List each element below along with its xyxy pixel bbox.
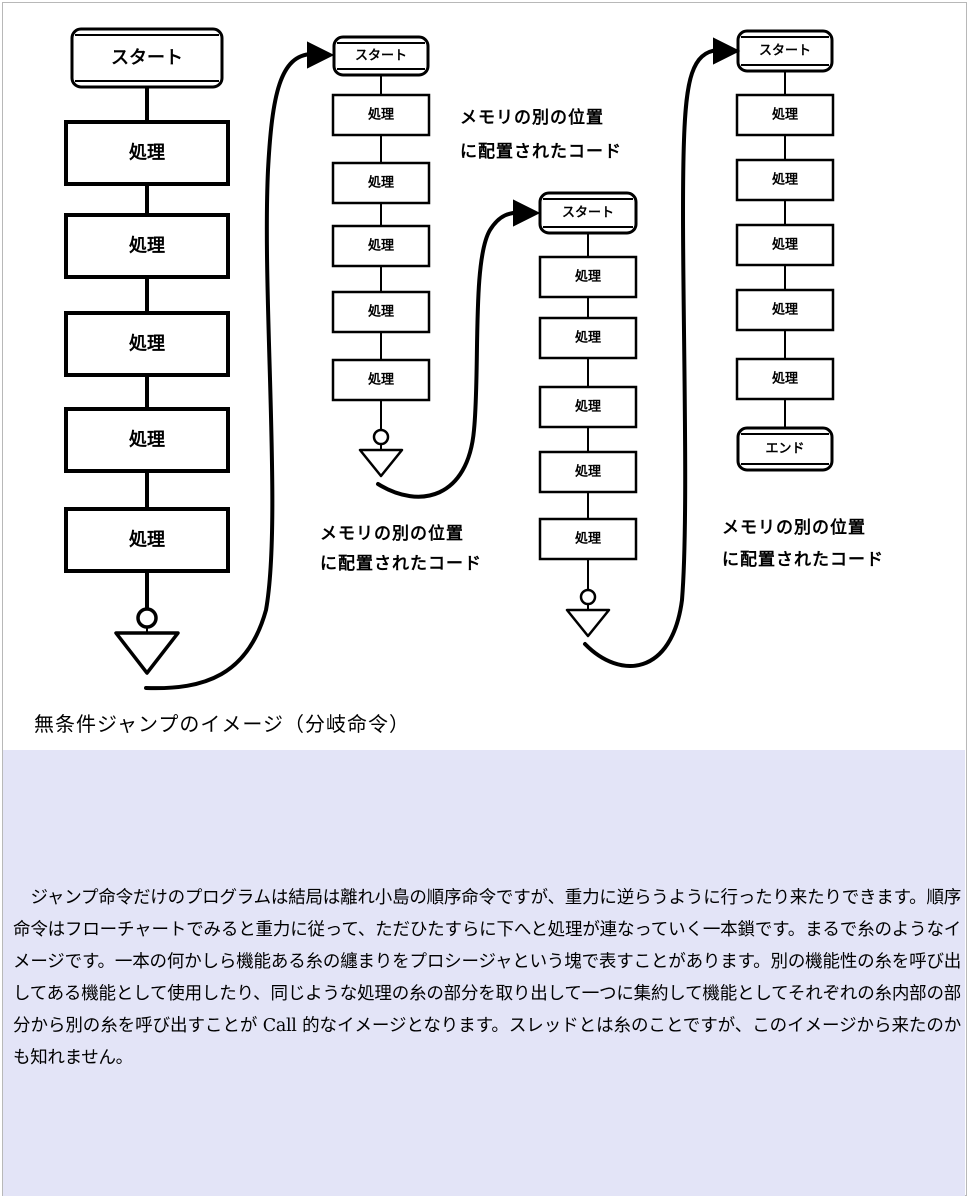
flowchart-4-process-label-1: 処理 — [771, 107, 798, 123]
flowchart-1-process-box-2 — [64, 213, 230, 279]
flowchart-1-process-label-4: 処理 — [129, 429, 165, 451]
jump-arrowhead-3 — [713, 37, 741, 65]
jump-arrowhead-1 — [307, 41, 335, 69]
flowchart-3-process-label-2: 処理 — [574, 330, 601, 346]
flowchart-3-process-box-3 — [538, 385, 638, 429]
flowchart-1-process-box-4 — [64, 407, 230, 473]
flowchart-2-process-box-5 — [331, 358, 431, 402]
flowchart-3-process-box-5 — [538, 517, 638, 561]
flowchart-2-jump-circle — [372, 428, 390, 446]
flowchart-3-process-label-1: 処理 — [574, 269, 601, 285]
flowchart-2-start — [332, 35, 430, 77]
flowchart-4-start-label: スタート — [759, 44, 811, 59]
flowchart-1-process-box-1 — [64, 120, 230, 186]
flowchart-3-process-box-1 — [538, 255, 638, 299]
flowchart-2-jump-triangle — [358, 448, 404, 478]
flowchart-1-process-label-2: 処理 — [129, 235, 165, 257]
flowchart-3-process-label-5: 処理 — [574, 531, 601, 547]
explanation-paragraph: ジャンプ命令だけのプログラムは結局は離れ小島の順序命令ですが、重力に逆らうように… — [13, 888, 961, 1068]
flowchart-1-process-label-5: 処理 — [129, 529, 165, 551]
flowchart-4-process-box-2 — [735, 158, 835, 202]
flowchart-4-end-label: エンド — [765, 442, 804, 457]
flowchart-3-memory-note-line-2: に配置されたコード — [460, 142, 622, 162]
flowchart-1-start-label: スタート — [111, 48, 183, 69]
flowchart-4-process-label-2: 処理 — [771, 172, 798, 188]
flowchart-1-jump-triangle — [114, 631, 180, 675]
jump-arrow-1 — [144, 52, 314, 691]
flowchart-2-process-box-3 — [331, 224, 431, 268]
flowchart-3-start-label: スタート — [562, 206, 614, 221]
flowchart-1-process-box-3 — [64, 311, 230, 377]
flowchart-4-process-label-3: 処理 — [771, 237, 798, 253]
flowchart-2-process-label-3: 処理 — [367, 238, 394, 254]
flowchart-2-start-label: スタート — [355, 49, 407, 64]
flowchart-2-process-label-1: 処理 — [367, 107, 394, 123]
explanation-panel: ジャンプ命令だけのプログラムは結局は離れ小島の順序命令ですが、重力に逆らうように… — [3, 750, 965, 1196]
jump-arrow-3 — [583, 48, 720, 668]
flowchart-2-process-label-5: 処理 — [367, 372, 394, 388]
jump-arrowhead-2 — [513, 199, 541, 227]
flowchart-3-jump-circle — [579, 588, 597, 606]
diagram-caption: 無条件ジャンプのイメージ（分岐命令） — [34, 712, 410, 736]
flowchart-2-process-label-2: 処理 — [367, 175, 394, 191]
flowchart-3-memory-note-line-1: メモリの別の位置 — [460, 107, 604, 128]
flowchart-2-process-label-4: 処理 — [367, 304, 394, 320]
flowchart-4-process-label-5: 処理 — [771, 371, 798, 387]
flowchart-4-process-label-4: 処理 — [771, 302, 798, 318]
flowchart-1-process-label-3: 処理 — [129, 333, 165, 355]
flowchart-2-memory-note-line-1: メモリの別の位置 — [320, 523, 464, 544]
flowchart-2-memory-note-line-2: に配置されたコード — [320, 554, 482, 574]
flowchart-1-process-box-5 — [64, 507, 230, 573]
jump-arrow-2 — [376, 210, 522, 499]
unconditional-jump-diagram: スタート処理処理処理処理処理スタート処理処理処理処理処理メモリの別の位置に配置さ… — [64, 27, 884, 691]
flowchart-4-memory-note-line-2: に配置されたコード — [722, 550, 884, 570]
flowchart-1-jump-circle — [136, 607, 158, 629]
flowchart-3-process-label-3: 処理 — [574, 399, 601, 415]
flowchart-3-jump-triangle — [565, 608, 611, 638]
flowchart-3-process-label-4: 処理 — [574, 464, 601, 480]
flowchart-4-memory-note-line-1: メモリの別の位置 — [722, 517, 866, 538]
flowchart-4-end — [736, 426, 834, 472]
flowchart-1-process-label-1: 処理 — [129, 142, 165, 164]
flowchart-1-start — [70, 27, 224, 89]
